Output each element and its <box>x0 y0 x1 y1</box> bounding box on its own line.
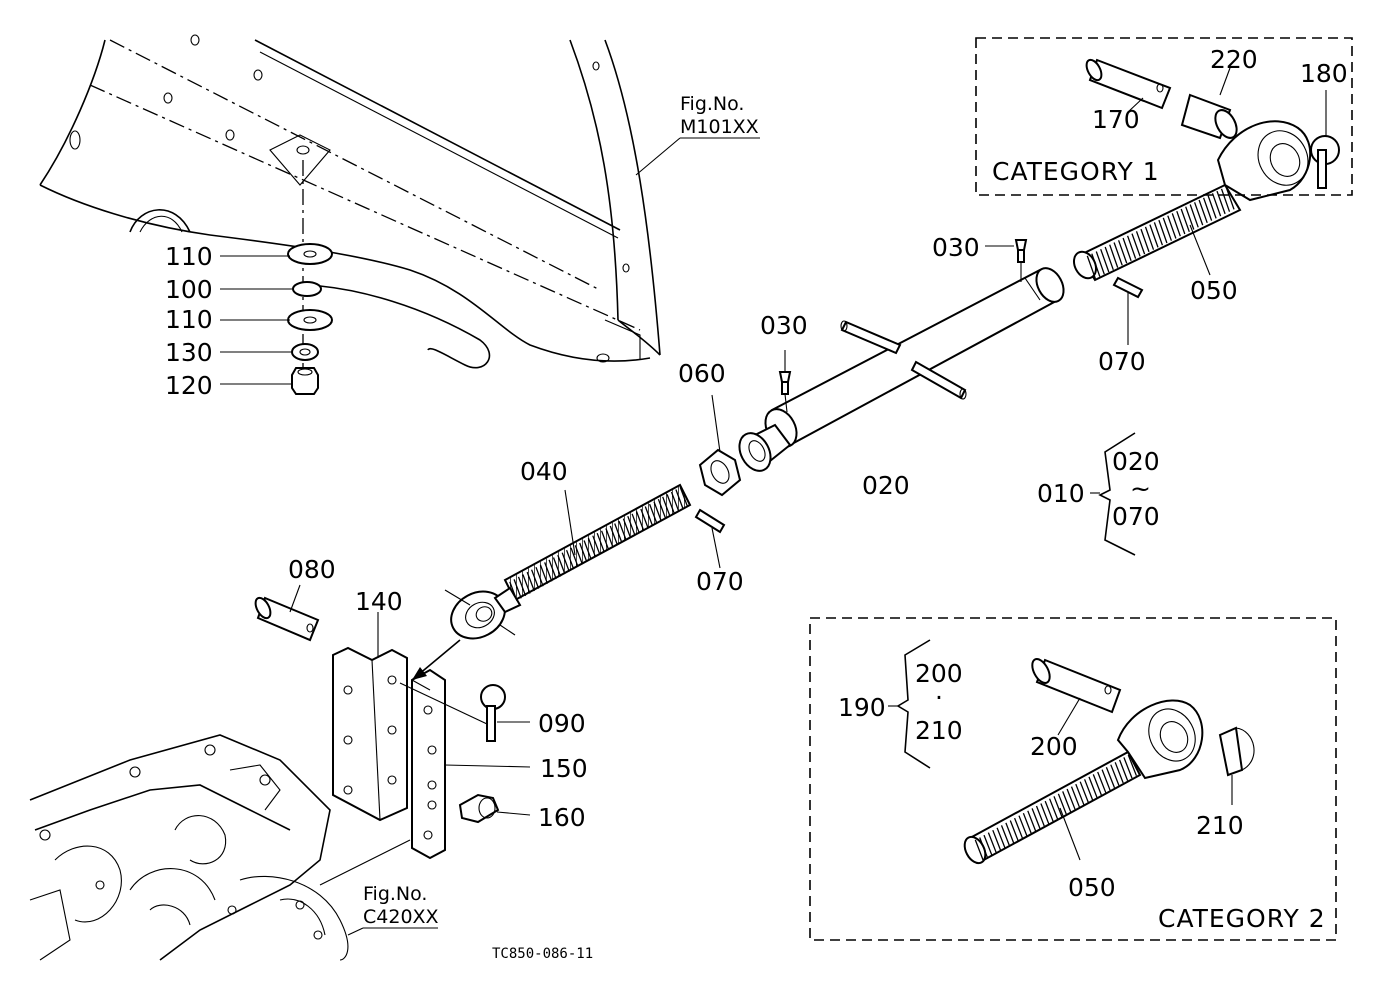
washer-stack <box>287 160 491 395</box>
fig-ref-title-2: Fig.No. <box>363 883 427 905</box>
label-190-range-dot: · <box>935 683 943 712</box>
grease-nipples-030 <box>778 239 1028 413</box>
label-190-range-end: 210 <box>915 716 963 745</box>
label-010-range-tilde: ~ <box>1130 474 1151 503</box>
label-210: 210 <box>1196 811 1244 840</box>
category-1-box: CATEGORY 1 <box>975 37 1353 196</box>
label-070-upper: 070 <box>1098 347 1146 376</box>
nut-060 <box>698 394 742 497</box>
label-050-lower: 050 <box>1068 873 1116 902</box>
label-060: 060 <box>678 359 726 388</box>
label-190: 190 <box>838 693 886 722</box>
threaded-rod-050-upper <box>1072 120 1312 345</box>
category-2-label: CATEGORY 2 <box>1158 904 1326 933</box>
turnbuckle-tube-020 <box>738 267 1065 472</box>
label-130: 130 <box>165 338 213 367</box>
label-010-range-end: 070 <box>1112 502 1160 531</box>
fig-ref-title: Fig.No. <box>680 93 744 115</box>
label-030-upper: 030 <box>932 233 980 262</box>
label-200: 200 <box>1030 732 1078 761</box>
label-150: 150 <box>540 754 588 783</box>
label-020: 020 <box>862 471 910 500</box>
category-2-box: CATEGORY 2 <box>809 617 1337 941</box>
label-080: 080 <box>288 555 336 584</box>
label-040: 040 <box>520 457 568 486</box>
part-labels: 110 100 110 130 120 030 030 060 040 020 … <box>165 45 1348 902</box>
label-010: 010 <box>1037 479 1085 508</box>
fig-ref-m101xx: Fig.No. M101XX <box>635 93 760 176</box>
label-100: 100 <box>165 275 213 304</box>
label-120: 120 <box>165 371 213 400</box>
label-170: 170 <box>1092 105 1140 134</box>
label-090: 090 <box>538 709 586 738</box>
assembly-bracket-010 <box>1090 432 1136 556</box>
tractor-body-frame <box>39 34 661 363</box>
label-110-lower: 110 <box>165 305 213 334</box>
fig-ref-c420xx: Fig.No. C420XX <box>347 883 439 936</box>
fig-ref-code: M101XX <box>680 116 759 138</box>
threaded-rod-040 <box>444 483 726 640</box>
label-030-lower: 030 <box>760 311 808 340</box>
category-1-label: CATEGORY 1 <box>992 157 1160 186</box>
label-110-upper: 110 <box>165 242 213 271</box>
label-220: 220 <box>1210 45 1258 74</box>
label-050-upper: 050 <box>1190 276 1238 305</box>
thread-hatching <box>509 186 1235 861</box>
label-180: 180 <box>1300 59 1348 88</box>
transmission-housing <box>29 734 411 961</box>
label-160: 160 <box>538 803 586 832</box>
fig-ref-code-2: C420XX <box>363 906 439 928</box>
drawing-code: TC850-086-11 <box>492 946 593 962</box>
label-140: 140 <box>355 587 403 616</box>
top-link-bracket <box>254 584 531 860</box>
label-070-lower: 070 <box>696 567 744 596</box>
washer-leaders <box>220 255 293 385</box>
label-190-range-start: 200 <box>915 659 963 688</box>
label-010-range-start: 020 <box>1112 447 1160 476</box>
